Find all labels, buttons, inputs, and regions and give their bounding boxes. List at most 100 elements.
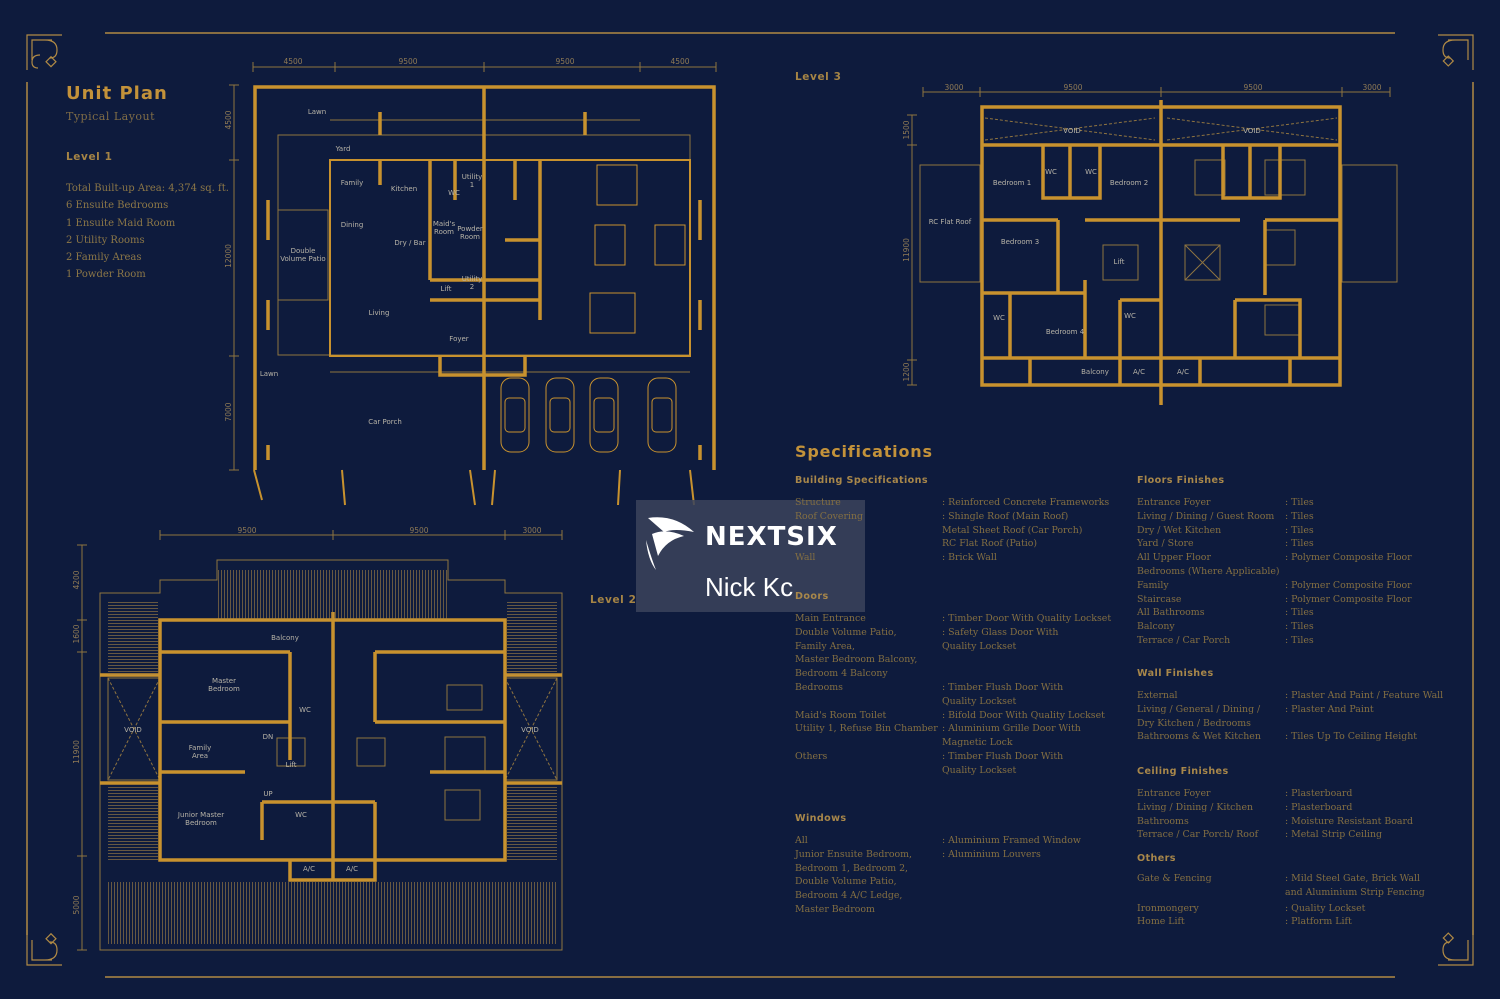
car-icon	[500, 164, 686, 453]
spec-label: All	[795, 835, 808, 846]
spec-row: Living / Dining / Guest Room: Tiles	[1137, 510, 1412, 524]
spec-label: Terrace / Car Porch/ Roof	[1137, 829, 1259, 841]
spec-label: External	[1137, 690, 1178, 701]
walls-rows: External : Plaster And Paint / Feature Wa…	[1137, 689, 1443, 744]
spec-label: Family	[1137, 579, 1169, 591]
room-label: Lift	[441, 285, 452, 293]
spec-label: Dry / Wet Kitchen	[1137, 524, 1222, 536]
spec-row: Terrace / Car Porch : Tiles	[1137, 634, 1412, 648]
spec-value: : Plaster And Paint	[1285, 703, 1374, 715]
room-label: Volume Patio	[280, 255, 325, 263]
room-label: Dining	[341, 221, 364, 229]
spec-label: Living / Dining / Guest Room	[1137, 510, 1275, 522]
fact-item: 1 Powder Room	[66, 269, 146, 281]
spec-row: Structure : Reinforced Concrete Framework…	[795, 496, 1109, 510]
spec-value: : Polymer Composite Floor	[1285, 552, 1412, 564]
spec-value: : Tiles	[1285, 634, 1314, 646]
dimension-label: 9500	[237, 526, 256, 535]
spec-row: Living / Dining / Kitchen: Plasterboard	[1137, 801, 1413, 815]
room-label: WC	[299, 706, 311, 714]
room-label: VOID	[124, 726, 142, 734]
spec-value: : Plasterboard	[1285, 801, 1353, 813]
spec-label: Balcony	[1137, 621, 1175, 633]
dimension-label: 7000	[224, 402, 233, 421]
others-heading: Others	[1137, 853, 1176, 864]
spec-row: Utility 1, Refuse Bin Chamber : Aluminium…	[795, 722, 1111, 750]
spec-value: : Mild Steel Gate, Brick Wall and Alumin…	[1285, 873, 1425, 898]
room-label: Maid's	[433, 220, 456, 228]
spec-row: Balcony: Tiles	[1137, 620, 1412, 634]
spec-label: Utility 1, Refuse Bin Chamber	[795, 723, 938, 735]
user-name: Nick Kc	[705, 572, 794, 602]
spec-value: : Timber Door With Quality Lockset	[942, 613, 1112, 624]
spec-value: : Reinforced Concrete Frameworks	[942, 497, 1110, 508]
spec-row: Family : Polymer Composite Floor	[1137, 579, 1412, 593]
room-label: Balcony	[271, 634, 299, 642]
room-label: Living	[369, 309, 390, 317]
dimension-label: 11900	[902, 238, 911, 262]
room-label: Bedroom 2	[1110, 179, 1148, 187]
spec-label: All Bathrooms	[1137, 607, 1205, 619]
spec-row: Ironmongery: Quality Lockset	[1137, 902, 1425, 916]
spec-label: Bedrooms	[795, 681, 843, 693]
brand-name: NEXTSIX	[705, 522, 838, 552]
spec-row: Double Volume Patio, Family Area, Master…	[795, 626, 1111, 681]
room-label: Foyer	[449, 335, 469, 343]
spec-row: Bathrooms: Moisture Resistant Board	[1137, 815, 1413, 829]
level2-plan: 9500 9500 3000 4200 1600 11900 5000 Balc…	[72, 526, 563, 951]
spec-value: : Safety Glass Door With Quality Lockset	[942, 626, 1059, 652]
spec-value: : Moisture Resistant Board	[1285, 815, 1413, 827]
spec-value: : Bifold Door With Quality Lockset	[942, 709, 1105, 721]
spec-row: Entrance Foyer: Plasterboard	[1137, 787, 1413, 801]
room-label: Car Porch	[368, 418, 402, 426]
room-label: Family	[189, 744, 212, 752]
roof-hatch	[507, 785, 557, 860]
dimension-label: 12000	[224, 244, 233, 268]
level3-label: Level 3	[795, 71, 842, 83]
spec-row: Bathrooms & Wet Kitchen: Tiles Up To Cei…	[1137, 730, 1443, 744]
room-label: Dry / Bar	[394, 239, 425, 247]
spec-value: : Plaster And Paint / Feature Wall	[1285, 690, 1444, 701]
room-label: Bedroom	[185, 819, 217, 827]
dimension-label: 1500	[902, 120, 911, 139]
room-label: Family	[341, 179, 364, 187]
spec-label: Wall	[795, 552, 816, 564]
level1-plan: 4500 9500 9500 4500 4500 12000 7000 Lawn…	[224, 57, 717, 506]
room-label: Lawn	[260, 370, 278, 378]
spec-value: : Aluminium Grille Door With Magnetic Lo…	[942, 723, 1081, 749]
spec-row: All Bathrooms: Tiles	[1137, 606, 1412, 620]
roof-hatch	[108, 785, 158, 860]
spec-value: : Tiles	[1285, 538, 1314, 550]
spec-value: : Polymer Composite Floor	[1285, 579, 1412, 591]
nextsix-watermark: NEXTSIX Nick Kc	[636, 500, 865, 612]
page-frame	[26, 32, 1474, 978]
level1-dimension-lines	[229, 62, 717, 471]
room-label: VOID	[1243, 127, 1261, 135]
roof-hatch	[507, 600, 557, 675]
room-label: Bedroom 3	[1001, 238, 1039, 246]
spec-label: Others	[795, 750, 828, 762]
spec-label: Junior Ensuite Bedroom, Bedroom 1, Bedro…	[795, 848, 913, 915]
room-label: UP	[263, 790, 272, 798]
spec-row: Roof Covering: Shingle Roof (Main Roof) …	[795, 510, 1109, 551]
spec-row: External : Plaster And Paint / Feature Wa…	[1137, 689, 1443, 703]
spec-label: Terrace / Car Porch	[1137, 634, 1231, 646]
room-label: Double	[291, 247, 316, 255]
dimension-label: 3000	[522, 526, 541, 535]
room-label: Yard	[335, 145, 351, 153]
dimension-label: 5000	[72, 895, 81, 914]
spec-label: Structure	[795, 497, 841, 508]
room-label: Room	[434, 228, 454, 236]
room-label: 1	[470, 181, 474, 189]
doors-rows: Main Entrance: Timber Door With Quality …	[795, 612, 1111, 778]
floors-heading: Floors Finishes	[1137, 475, 1225, 486]
spec-value: : Tiles	[1285, 524, 1314, 536]
ceiling-heading: Ceiling Finishes	[1137, 766, 1229, 777]
room-label: Lawn	[308, 108, 326, 116]
others-rows: Gate & Fencing: Mild Steel Gate, Brick W…	[1137, 872, 1425, 929]
spec-label: Ironmongery	[1137, 902, 1199, 914]
